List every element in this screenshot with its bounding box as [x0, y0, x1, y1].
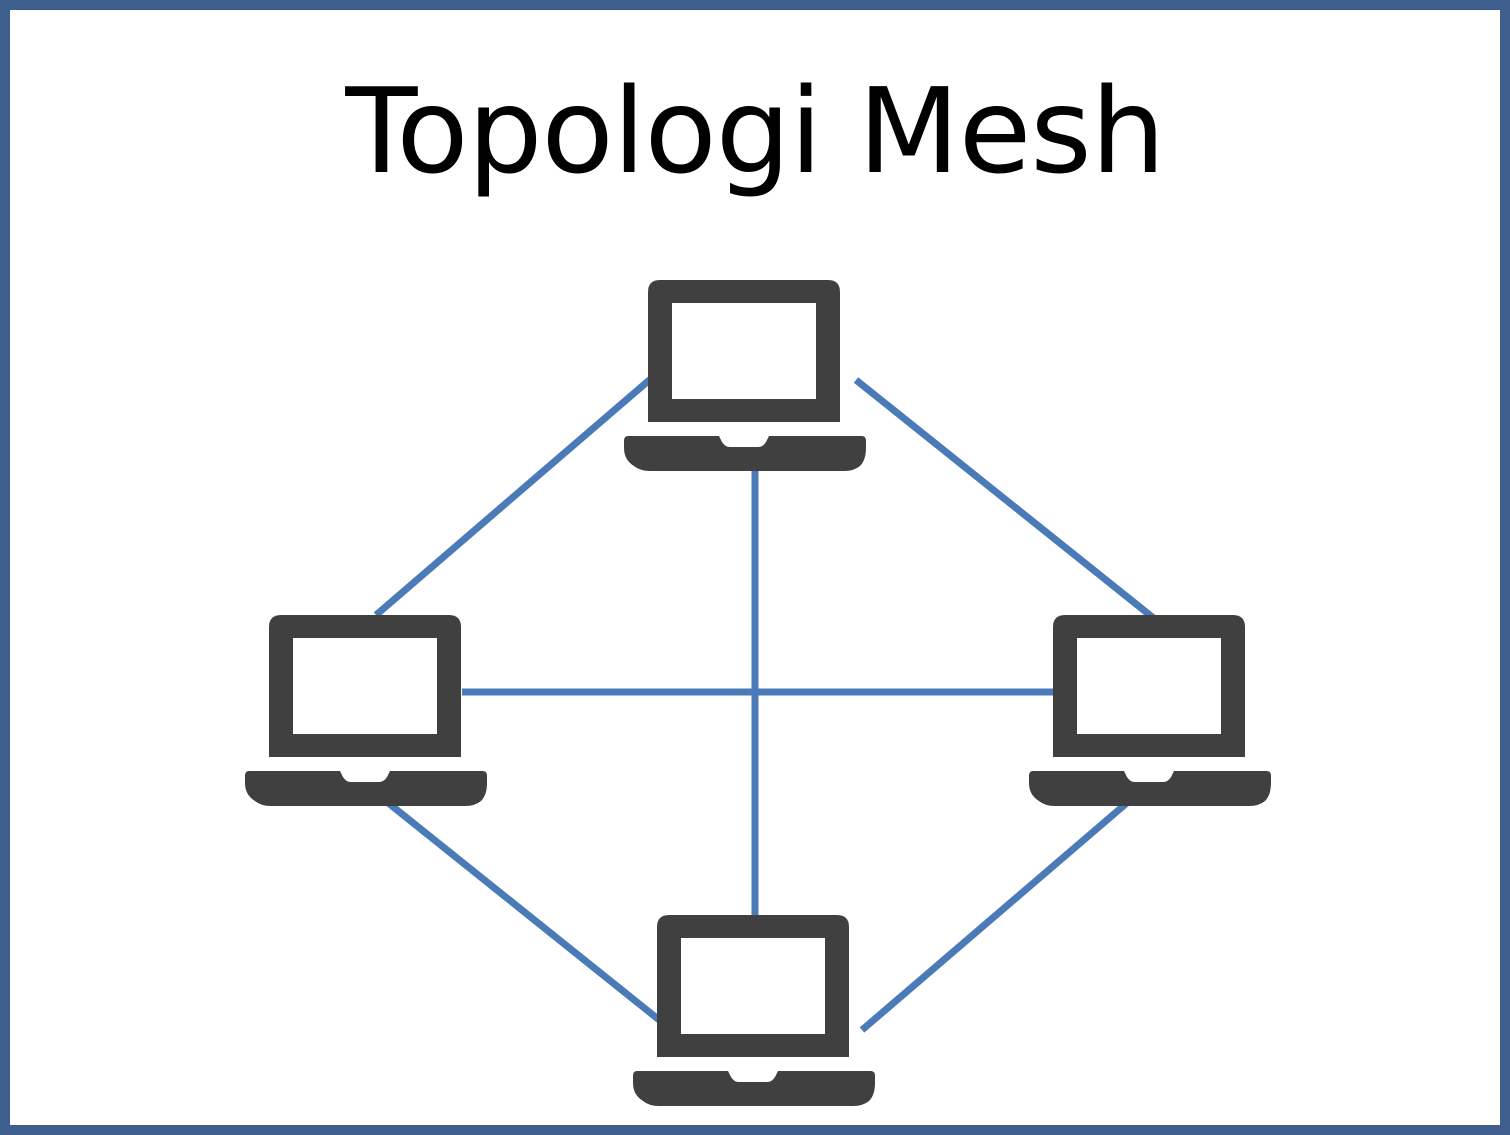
link-top-right — [853, 377, 1159, 623]
laptop-base — [245, 771, 487, 806]
page-title: Topologi Mesh — [345, 62, 1165, 200]
laptop-base — [624, 436, 866, 471]
links-layer — [373, 373, 1159, 1033]
link-right-bottom — [859, 799, 1131, 1033]
laptop-icon-bottom — [633, 915, 875, 1106]
nodes-layer — [245, 280, 1271, 1106]
laptop-screen — [293, 638, 437, 734]
laptop-screen — [681, 938, 825, 1034]
laptop-base — [1029, 771, 1271, 806]
laptop-screen — [672, 303, 816, 399]
link-top-left — [373, 373, 657, 618]
laptop-base — [633, 1071, 875, 1106]
laptop-icon-left — [245, 615, 487, 806]
link-left-bottom — [384, 799, 671, 1030]
laptop-screen — [1077, 638, 1221, 734]
laptop-icon-right — [1029, 615, 1271, 806]
laptop-icon-top — [624, 280, 866, 471]
mesh-topology-diagram — [245, 280, 1271, 1106]
